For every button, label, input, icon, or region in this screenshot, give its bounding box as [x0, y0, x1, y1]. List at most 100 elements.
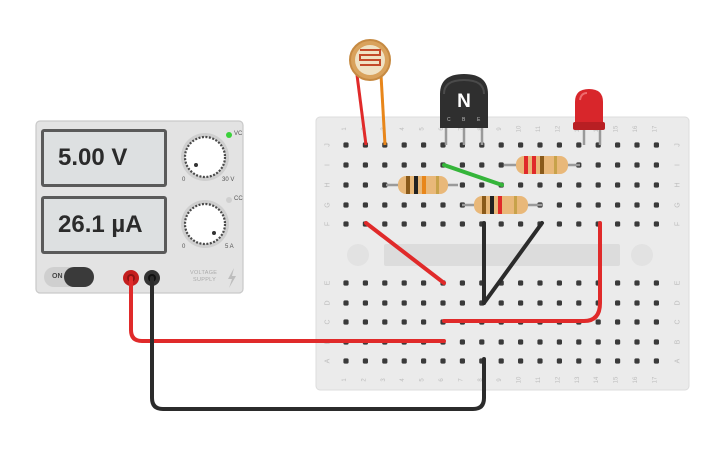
breadboard-hole[interactable] [382, 319, 388, 325]
breadboard-hole[interactable] [343, 142, 349, 148]
led[interactable] [573, 89, 605, 145]
breadboard-hole[interactable] [634, 142, 640, 148]
breadboard-hole[interactable] [634, 358, 640, 364]
breadboard-hole[interactable] [653, 319, 659, 325]
breadboard-hole[interactable] [518, 280, 524, 286]
breadboard-hole[interactable] [440, 142, 446, 148]
breadboard-hole[interactable] [634, 162, 640, 168]
breadboard-hole[interactable] [343, 300, 349, 306]
breadboard-hole[interactable] [343, 280, 349, 286]
breadboard-hole[interactable] [343, 319, 349, 325]
breadboard-hole[interactable] [421, 300, 427, 306]
breadboard-hole[interactable] [537, 358, 543, 364]
breadboard-hole[interactable] [343, 221, 349, 227]
current-knob[interactable] [181, 200, 229, 248]
breadboard-hole[interactable] [382, 300, 388, 306]
breadboard-hole[interactable] [595, 182, 601, 188]
breadboard-hole[interactable] [421, 142, 427, 148]
breadboard-hole[interactable] [576, 300, 582, 306]
breadboard-hole[interactable] [653, 142, 659, 148]
resistor-2[interactable] [504, 156, 580, 174]
breadboard-hole[interactable] [498, 339, 504, 345]
breadboard-hole[interactable] [556, 221, 562, 227]
resistor-ground-wire[interactable] [482, 221, 544, 305]
breadboard-hole[interactable] [615, 142, 621, 148]
breadboard-hole[interactable] [615, 300, 621, 306]
breadboard-hole[interactable] [479, 182, 485, 188]
breadboard-hole[interactable] [615, 358, 621, 364]
breadboard-hole[interactable] [498, 142, 504, 148]
breadboard-hole[interactable] [576, 339, 582, 345]
breadboard-hole[interactable] [615, 182, 621, 188]
breadboard-hole[interactable] [479, 339, 485, 345]
breadboard-hole[interactable] [459, 162, 465, 168]
breadboard-hole[interactable] [595, 319, 601, 325]
breadboard-hole[interactable] [634, 339, 640, 345]
breadboard-hole[interactable] [343, 358, 349, 364]
ldr-wire[interactable] [364, 221, 446, 285]
breadboard-hole[interactable] [440, 358, 446, 364]
breadboard-hole[interactable] [498, 162, 504, 168]
breadboard-hole[interactable] [653, 358, 659, 364]
breadboard-hole[interactable] [498, 358, 504, 364]
breadboard-hole[interactable] [440, 300, 446, 306]
breadboard-hole[interactable] [498, 221, 504, 227]
breadboard-hole[interactable] [595, 339, 601, 345]
breadboard-hole[interactable] [518, 182, 524, 188]
resistor-1[interactable] [386, 176, 458, 194]
breadboard-hole[interactable] [362, 162, 368, 168]
breadboard-hole[interactable] [518, 300, 524, 306]
breadboard-hole[interactable] [421, 221, 427, 227]
breadboard-hole[interactable] [556, 300, 562, 306]
breadboard-hole[interactable] [518, 221, 524, 227]
breadboard-hole[interactable] [362, 280, 368, 286]
breadboard-hole[interactable] [401, 358, 407, 364]
supply-positive-wire[interactable] [129, 276, 446, 343]
power-supply[interactable] [35, 120, 244, 294]
breadboard-hole[interactable] [576, 280, 582, 286]
breadboard-hole[interactable] [421, 162, 427, 168]
breadboard-hole[interactable] [615, 280, 621, 286]
breadboard-hole[interactable] [343, 202, 349, 208]
breadboard-hole[interactable] [343, 182, 349, 188]
breadboard-hole[interactable] [459, 300, 465, 306]
breadboard-hole[interactable] [401, 280, 407, 286]
voltage-knob[interactable] [181, 133, 229, 181]
breadboard-hole[interactable] [556, 280, 562, 286]
power-switch[interactable] [44, 267, 94, 287]
breadboard-hole[interactable] [576, 221, 582, 227]
breadboard-hole[interactable] [556, 202, 562, 208]
breadboard-hole[interactable] [382, 358, 388, 364]
breadboard-hole[interactable] [401, 202, 407, 208]
breadboard-hole[interactable] [382, 202, 388, 208]
breadboard-hole[interactable] [459, 339, 465, 345]
breadboard-hole[interactable] [576, 182, 582, 188]
breadboard-hole[interactable] [440, 202, 446, 208]
breadboard-hole[interactable] [653, 221, 659, 227]
breadboard-hole[interactable] [382, 162, 388, 168]
breadboard-hole[interactable] [576, 142, 582, 148]
breadboard-hole[interactable] [382, 221, 388, 227]
led-wire[interactable] [442, 221, 602, 323]
breadboard-hole[interactable] [653, 300, 659, 306]
breadboard-hole[interactable] [401, 162, 407, 168]
breadboard-hole[interactable] [382, 182, 388, 188]
breadboard-hole[interactable] [595, 202, 601, 208]
breadboard-hole[interactable] [401, 142, 407, 148]
breadboard-hole[interactable] [518, 358, 524, 364]
breadboard-hole[interactable] [421, 358, 427, 364]
breadboard-hole[interactable] [634, 319, 640, 325]
breadboard-hole[interactable] [556, 182, 562, 188]
breadboard-hole[interactable] [595, 162, 601, 168]
breadboard-hole[interactable] [615, 221, 621, 227]
breadboard-hole[interactable] [421, 280, 427, 286]
breadboard-hole[interactable] [556, 358, 562, 364]
breadboard-hole[interactable] [615, 202, 621, 208]
breadboard-hole[interactable] [537, 142, 543, 148]
breadboard-hole[interactable] [479, 162, 485, 168]
breadboard-hole[interactable] [362, 319, 368, 325]
breadboard-hole[interactable] [537, 182, 543, 188]
breadboard-hole[interactable] [362, 300, 368, 306]
breadboard-hole[interactable] [362, 202, 368, 208]
